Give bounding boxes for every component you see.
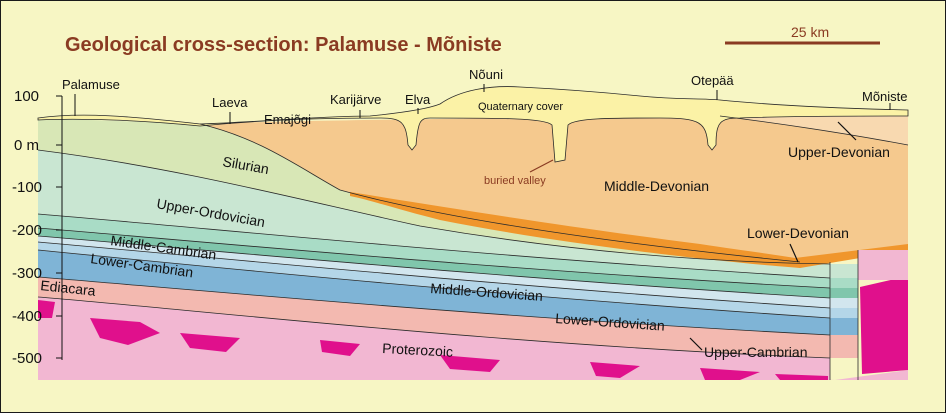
label-upper-cambrian: Upper-Cambrian	[704, 344, 807, 360]
y-label-100: 100	[14, 88, 39, 105]
figure-title: Geological cross-section: Palamuse - Mõn…	[65, 34, 502, 56]
y-label-minus200: -200	[12, 222, 42, 239]
place-elva: Elva	[405, 92, 431, 107]
label-middle-devonian: Middle-Devonian	[604, 178, 709, 194]
place-nouni: Nõuni	[469, 67, 503, 82]
label-quaternary: Quaternary cover	[478, 101, 563, 113]
place-laeva: Laeva	[212, 95, 248, 110]
place-moniste: Mõniste	[862, 89, 908, 104]
place-karijarve: Karijärve	[330, 92, 381, 107]
place-palamuse: Palamuse	[62, 77, 120, 92]
y-label-minus500: -500	[12, 350, 42, 367]
y-label-minus100: -100	[12, 179, 42, 196]
y-label-minus300: -300	[12, 265, 42, 282]
label-buried-valley: buried valley	[484, 175, 546, 187]
label-lower-devonian: Lower-Devonian	[747, 225, 849, 241]
label-upper-devonian: Upper-Devonian	[788, 144, 890, 160]
place-otepaa: Otepää	[691, 73, 734, 88]
y-label-minus400: -400	[12, 308, 42, 325]
place-emajogi: Emajõgi	[264, 112, 311, 127]
scale-label: 25 km	[791, 24, 829, 40]
y-label-0: 0 m	[14, 137, 39, 154]
